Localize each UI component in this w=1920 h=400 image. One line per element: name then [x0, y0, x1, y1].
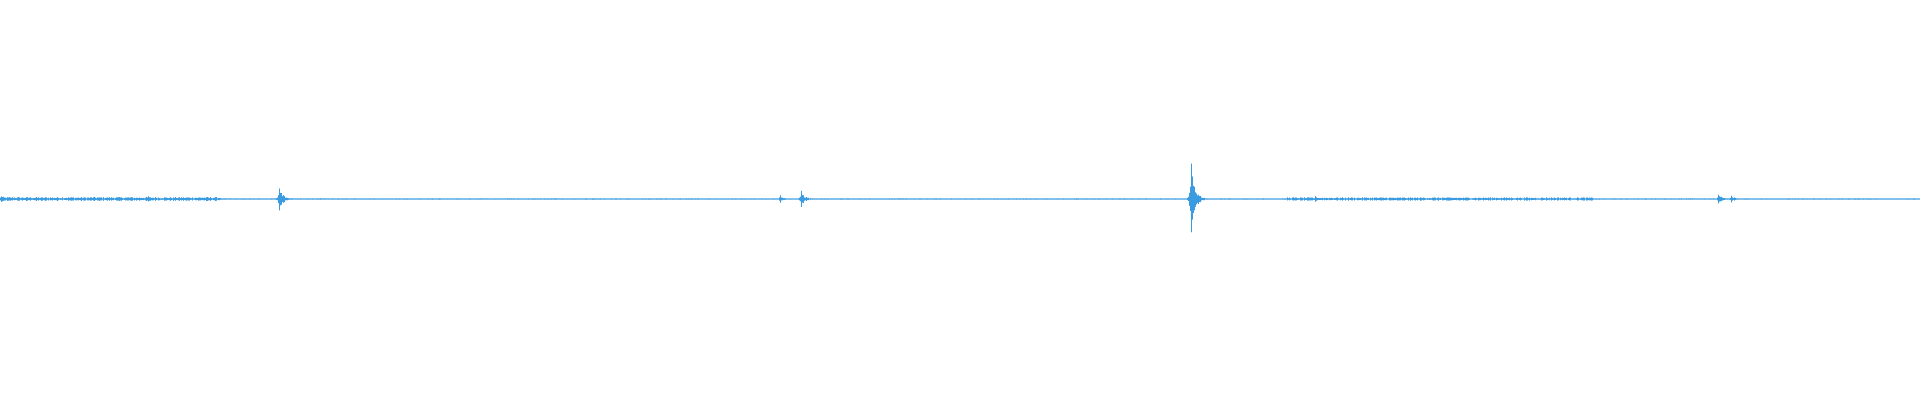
waveform-trace: [0, 163, 1920, 233]
